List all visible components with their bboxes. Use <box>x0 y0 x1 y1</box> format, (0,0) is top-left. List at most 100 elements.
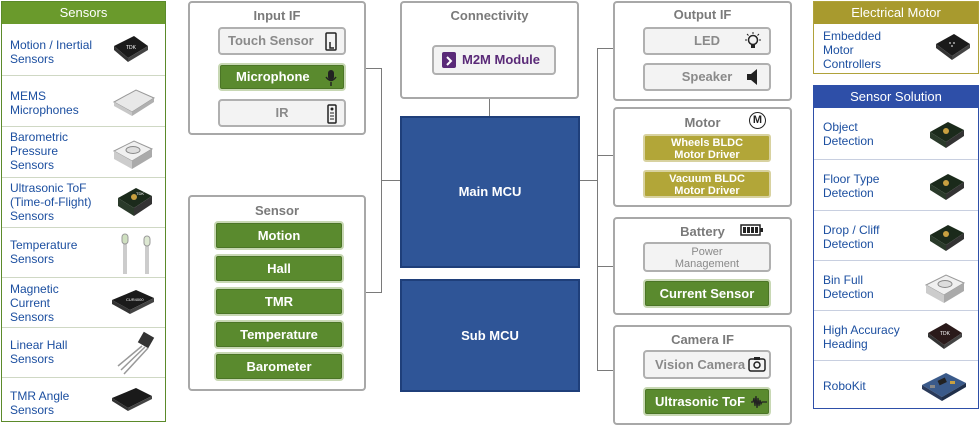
solution-item-robokit[interactable]: RoboKit <box>814 360 978 408</box>
touch-icon <box>325 32 337 51</box>
ir-button[interactable]: IR <box>218 99 346 127</box>
motor-icon: M <box>749 112 766 129</box>
tmr-button[interactable]: TMR <box>214 287 344 316</box>
connector-line <box>381 180 401 181</box>
current-sensor-chip-icon: CUR4000 <box>112 290 154 314</box>
connector-line <box>597 155 613 156</box>
touch-sensor-button[interactable]: Touch Sensor <box>218 27 346 55</box>
electrical-motor-title: Electrical Motor <box>814 2 978 24</box>
sub-mcu-block[interactable]: Sub MCU <box>400 279 580 392</box>
solution-item-label: RoboKit <box>823 379 866 393</box>
pressure-sensor-icon <box>112 140 154 169</box>
sensor-group-title: Sensor <box>254 203 300 218</box>
thermistor-icon <box>121 233 151 274</box>
current-sensor-button[interactable]: Current Sensor <box>643 279 771 308</box>
svg-text:TDK: TDK <box>940 331 951 337</box>
led-button[interactable]: LED <box>643 27 771 55</box>
mems-mic-icon <box>112 89 156 116</box>
temperature-button[interactable]: Temperature <box>214 320 344 349</box>
camera-if-title: Camera IF <box>671 332 734 347</box>
remote-control-icon <box>327 104 337 124</box>
connector-line <box>579 180 597 181</box>
connector-line <box>366 292 382 293</box>
sensor-group: Sensor Motion Hall TMR Temperature Barom… <box>188 195 366 391</box>
output-if-group: Output IF LED Speaker <box>613 1 792 101</box>
imu-chip-icon: TDK <box>114 36 148 62</box>
barometer-button[interactable]: Barometer <box>214 352 344 381</box>
hall-sensor-icon <box>117 331 155 375</box>
microphone-icon <box>325 70 337 86</box>
sensor-item-ultrasonic[interactable]: Ultrasonic ToF(Time-of-Flight)Sensors TD… <box>2 177 165 227</box>
hall-button[interactable]: Hall <box>214 254 344 283</box>
connector-line <box>597 266 613 267</box>
microphone-button[interactable]: Microphone <box>218 63 346 91</box>
sensor-solution-title: Sensor Solution <box>814 86 978 108</box>
light-bulb-icon <box>745 32 761 48</box>
tmr-angle-chip-icon <box>112 388 152 411</box>
speaker-button[interactable]: Speaker <box>643 63 771 91</box>
ultrasonic-tof-button[interactable]: Ultrasonic ToF <box>643 387 771 416</box>
camera-icon <box>748 357 766 372</box>
motor-title: Motor <box>684 115 721 130</box>
ultrasonic-wave-icon <box>751 395 767 409</box>
robokit-board-icon <box>922 373 966 401</box>
input-if-title: Input IF <box>253 8 301 23</box>
sensors-panel-title: Sensors <box>2 2 165 24</box>
svg-text:TDK: TDK <box>126 45 137 51</box>
connector-line <box>597 370 613 371</box>
battery-title: Battery <box>680 224 725 239</box>
pressure-sensor-icon <box>924 274 966 303</box>
m2m-module-button[interactable]: M2M Module <box>432 45 556 75</box>
main-mcu-block[interactable]: Main MCU <box>400 116 580 268</box>
camera-if-group: Camera IF Vision Camera Ultrasonic ToF <box>613 325 792 425</box>
tof-chip-icon: TDK <box>118 188 152 216</box>
tof-chip-icon <box>930 225 964 251</box>
imu-chip-icon: TDK <box>928 323 962 349</box>
connector-line <box>597 48 598 370</box>
motion-button[interactable]: Motion <box>214 221 344 250</box>
svg-text:TDK: TDK <box>136 191 144 196</box>
connectivity-title: Connectivity <box>450 8 529 23</box>
sensor-item-label: Ultrasonic ToF(Time-of-Flight)Sensors <box>10 181 92 223</box>
vision-camera-button[interactable]: Vision Camera <box>643 350 771 379</box>
motor-controller-chip-icon <box>936 34 970 60</box>
svg-text:CUR4000: CUR4000 <box>126 297 144 302</box>
battery-icon <box>740 224 763 236</box>
speaker-icon <box>747 69 757 85</box>
connectivity-group: Connectivity M2M Module <box>400 1 579 99</box>
tof-chip-icon <box>930 174 964 200</box>
tof-chip-icon <box>930 122 964 148</box>
